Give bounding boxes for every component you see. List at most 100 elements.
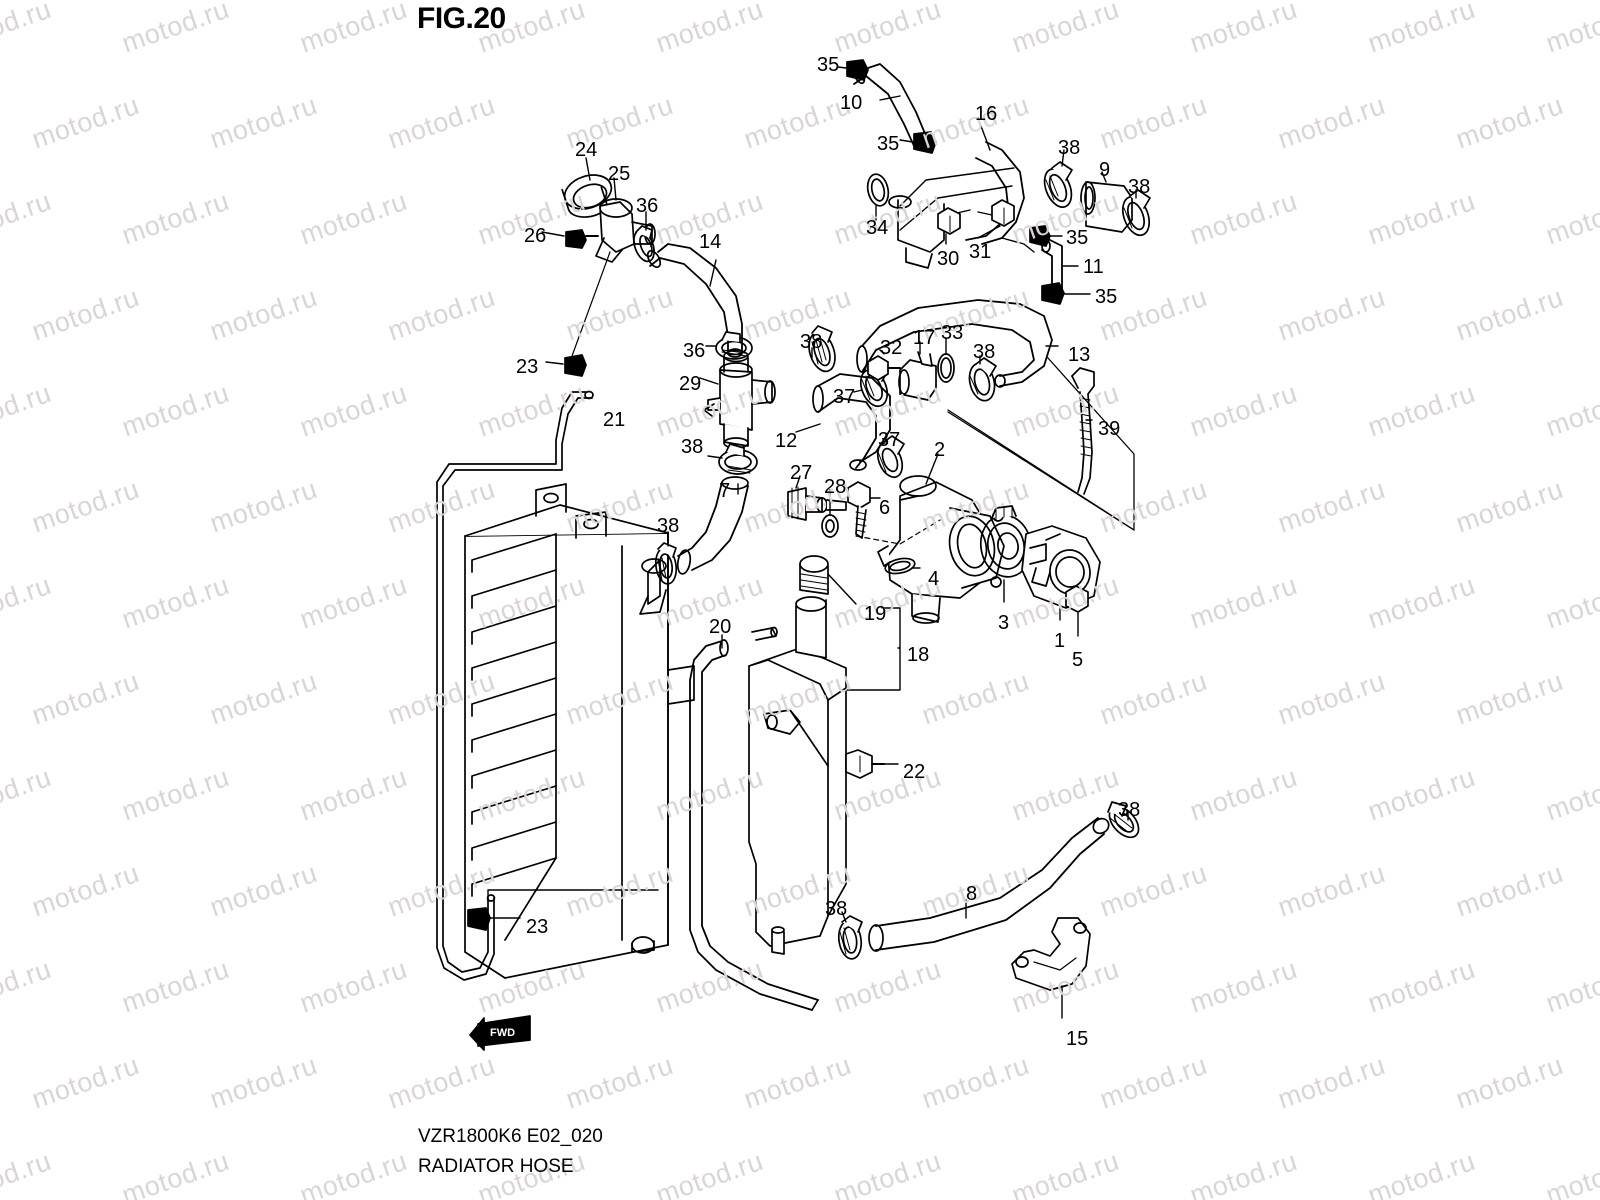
callout-3: 3 (998, 612, 1010, 634)
callout-38: 38 (1058, 137, 1081, 159)
callout-7: 7 (719, 480, 731, 502)
callout-6: 6 (879, 497, 891, 519)
part-21-pipe (436, 390, 594, 981)
callout-8: 8 (966, 883, 978, 905)
callout-20: 20 (709, 616, 732, 638)
callout-37: 37 (878, 429, 901, 451)
part-8-hose (868, 817, 1110, 952)
part-38-clamp-e (1121, 189, 1151, 237)
callout-38: 38 (973, 341, 996, 363)
callout-14: 14 (699, 231, 722, 253)
callout-29: 29 (679, 373, 702, 395)
callout-5: 5 (1072, 649, 1084, 671)
callout-18: 18 (907, 644, 930, 666)
part-20-hose (689, 639, 819, 1011)
part-36-clamp-lower (715, 331, 753, 360)
part-38-clamp-a (808, 325, 836, 373)
callout-26: 26 (524, 225, 547, 247)
callout-39: 39 (1098, 418, 1121, 440)
callout-27: 27 (790, 462, 813, 484)
part-34-oring (866, 173, 890, 207)
callout-17: 17 (913, 327, 936, 349)
callout-38: 38 (657, 515, 680, 537)
part-35-clip-a (846, 59, 869, 81)
callout-33: 33 (941, 322, 964, 344)
part-7-hose (676, 476, 749, 575)
part-9-pipe (1080, 181, 1133, 233)
part-35-clip-c (1029, 225, 1051, 247)
callout-34: 34 (866, 217, 889, 239)
callout-13: 13 (1068, 344, 1091, 366)
part-38-clamp-g (837, 915, 863, 960)
fwd-direction-marker (469, 1015, 531, 1051)
part-32-bolt (867, 355, 901, 381)
part-35-clip-b (913, 131, 937, 154)
part-38-clamp-f (968, 357, 997, 402)
callout-2: 2 (934, 439, 946, 461)
callout-4: 4 (928, 568, 940, 590)
callout-36: 36 (636, 195, 659, 217)
callout-32: 32 (880, 337, 903, 359)
part-2-thermostat-case (877, 475, 1005, 624)
part-33-oring (937, 353, 955, 383)
callout-35: 35 (1095, 286, 1118, 308)
part-5-bolt (1065, 585, 1089, 637)
part-3-thermostat (979, 505, 1033, 578)
part-27-sensor (787, 486, 847, 521)
part-37-clamp-b (876, 435, 905, 479)
part-18-reservoir (748, 555, 847, 955)
part-31-bolt (991, 199, 1015, 227)
part-22-bolt (845, 749, 885, 779)
part-35-clip-d (1041, 282, 1065, 305)
callout-22: 22 (903, 761, 926, 783)
callout-35: 35 (877, 133, 900, 155)
callout-36: 36 (683, 340, 706, 362)
callout-23: 23 (516, 356, 539, 378)
callout-12: 12 (775, 430, 798, 452)
model-code: VZR1800K6 E02_020 (418, 1126, 603, 1147)
part-12-hose (812, 373, 891, 471)
callout-11: 11 (1083, 256, 1104, 278)
callout-37: 37 (833, 386, 856, 408)
callout-21: 21 (603, 409, 626, 431)
assembly-name: RADIATOR HOSE (418, 1156, 574, 1177)
part-23-clip-lower (467, 907, 491, 931)
part-38-clamp-h (1107, 801, 1140, 839)
callout-31: 31 (969, 241, 992, 263)
part-30-bolt (937, 207, 961, 235)
callout-38: 38 (800, 331, 823, 353)
callout-24: 24 (575, 139, 598, 161)
part-26-bolt (565, 229, 599, 249)
callout-19: 19 (864, 603, 887, 625)
callout-23: 23 (526, 916, 549, 938)
radiator-assembly (464, 483, 695, 979)
part-28-washer (821, 514, 839, 538)
figure-title: FIG.20 (417, 2, 506, 35)
part-6-bolt (847, 481, 871, 539)
part-38-clamp-d (1043, 161, 1073, 208)
callout-16: 16 (975, 103, 998, 125)
part-13-hose (856, 299, 1053, 388)
part-39-cable-tie (1071, 367, 1095, 495)
callout-1: 1 (1054, 630, 1066, 652)
callout-38: 38 (1118, 799, 1141, 821)
part-38-clamp-c (654, 542, 678, 585)
part-36-clamp-upper (633, 225, 655, 263)
callout-35: 35 (1066, 227, 1089, 249)
part-17-sleeve (898, 351, 937, 401)
callout-10: 10 (840, 92, 863, 114)
diagram-caption: VZR1800K6 E02_020 RADIATOR HOSE (418, 1122, 603, 1182)
part-29-joint (703, 349, 776, 449)
callout-9: 9 (1099, 159, 1111, 181)
callout-15: 15 (1066, 1028, 1089, 1050)
callout-35: 35 (817, 54, 840, 76)
callout-38: 38 (681, 436, 704, 458)
fwd-label: FWD (490, 1027, 516, 1039)
callout-25: 25 (608, 163, 631, 185)
callout-28: 28 (824, 476, 847, 498)
part-15-bracket (1011, 917, 1091, 991)
part-4-oring (884, 557, 916, 575)
part-23-clip-upper (564, 354, 587, 377)
